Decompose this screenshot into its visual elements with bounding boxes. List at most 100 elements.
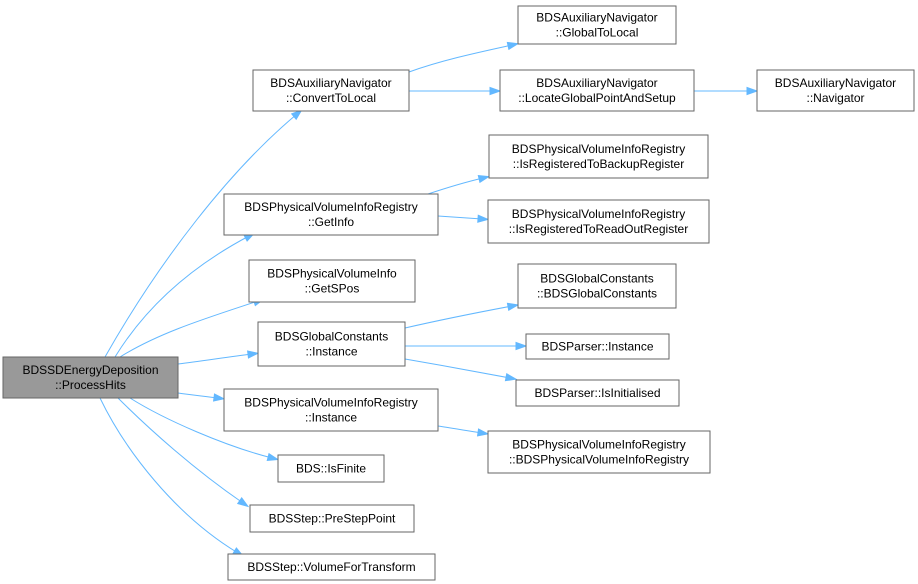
node-box [517, 263, 677, 309]
node-pvir-ctor[interactable]: BDSPhysicalVolumeInfoRegistry::BDSPhysic… [487, 430, 711, 474]
edge-line [437, 425, 483, 434]
node-gc-ctor[interactable]: BDSGlobalConstants::BDSGlobalConstants [517, 263, 677, 309]
edge-line [404, 305, 513, 329]
edge-line [117, 397, 244, 504]
node-bds-isfinite[interactable]: BDS::IsFinite [277, 454, 385, 483]
edge-root-to-bds-isfinite [129, 397, 280, 461]
node-step-volume[interactable]: BDSStep::VolumeForTransform [227, 553, 436, 581]
edge-pvir-getinfo-to-pvir-backup [427, 174, 491, 195]
node-label-class: BDSStep::VolumeForTransform [247, 560, 415, 574]
node-box [227, 553, 436, 581]
node-step-prestep[interactable]: BDSStep::PreStepPoint [249, 504, 415, 533]
node-label-class: BDSAuxiliaryNavigator [536, 76, 657, 90]
node-label-method: ::IsRegisteredToReadOutRegister [509, 222, 688, 236]
edge-root-to-step-prestep [117, 397, 250, 508]
node-label-class: BDSAuxiliaryNavigator [536, 11, 657, 25]
node-box [257, 321, 406, 367]
node-pvir-getinfo[interactable]: BDSPhysicalVolumeInfoRegistry::GetInfo [223, 193, 439, 236]
node-pvi-getspos[interactable]: BDSPhysicalVolumeInfo::GetSPos [248, 259, 416, 303]
node-aux-convert[interactable]: BDSAuxiliaryNavigator::ConvertToLocal [252, 69, 410, 112]
edge-arrowhead [477, 214, 490, 223]
node-label-class: BDSPhysicalVolumeInfoRegistry [244, 200, 417, 214]
edge-line [104, 113, 298, 358]
node-label-class: BDSPhysicalVolumeInfoRegistry [244, 396, 417, 410]
edge-arrowhead [477, 174, 491, 184]
edge-arrowhead [506, 41, 520, 51]
node-box [248, 259, 416, 303]
edge-arrowhead [506, 302, 520, 311]
node-pvir-backup[interactable]: BDSPhysicalVolumeInfoRegistry::IsRegiste… [488, 134, 709, 179]
edge-root-to-pvi-getspos [119, 298, 266, 358]
node-pvir-readout[interactable]: BDSPhysicalVolumeInfoRegistry::IsRegiste… [487, 199, 710, 244]
node-label-class: BDSGlobalConstants [540, 272, 653, 286]
node-box [499, 69, 695, 112]
node-aux-nav[interactable]: BDSAuxiliaryNavigator::Navigator [756, 69, 915, 112]
node-box [488, 134, 709, 179]
node-label-method: ::GlobalToLocal [556, 26, 639, 40]
node-box [487, 199, 710, 244]
node-box [223, 388, 439, 432]
node-box [277, 454, 385, 483]
node-label-method: ::BDSGlobalConstants [537, 287, 657, 301]
edge-root-to-pvir-getinfo [114, 232, 256, 358]
edge-root-to-step-volume [99, 397, 245, 557]
node-box [525, 333, 670, 360]
node-box [249, 504, 415, 533]
edge-arrowhead [290, 109, 303, 121]
edge-line [408, 44, 513, 73]
node-label-class: BDS::IsFinite [296, 462, 366, 476]
edge-aux-convert-to-aux-global [408, 41, 520, 73]
node-pvir-instance[interactable]: BDSPhysicalVolumeInfoRegistry::Instance [223, 388, 439, 432]
node-label-method: ::ConvertToLocal [286, 91, 376, 105]
edge-gc-instance-to-gc-ctor [404, 302, 520, 329]
edge-arrowhead [746, 86, 759, 96]
node-parser-init[interactable]: BDSParser::IsInitialised [515, 379, 680, 407]
edge-line [437, 215, 483, 220]
node-parser-instance[interactable]: BDSParser::Instance [525, 333, 670, 360]
node-label-method: ::Instance [305, 411, 357, 425]
edge-aux-convert-to-aux-locate [409, 86, 502, 96]
edge-arrowhead [247, 350, 260, 359]
node-box [515, 379, 680, 407]
node-label-method: ::Instance [305, 345, 357, 359]
edge-line [129, 397, 273, 459]
node-label-method: ::GetSPos [305, 282, 360, 296]
edge-arrowhead [212, 393, 226, 402]
edge-gc-instance-to-parser-instance [405, 341, 528, 351]
node-gc-instance[interactable]: BDSGlobalConstants::Instance [257, 321, 406, 367]
node-label-class: BDSStep::PreStepPoint [269, 512, 396, 526]
edge-line [177, 392, 219, 399]
edge-root-to-pvir-instance [177, 392, 226, 402]
node-label-method: ::IsRegisteredToBackupRegister [513, 157, 684, 171]
edge-line [404, 358, 511, 379]
node-label-method: ::ProcessHits [55, 378, 126, 392]
root-node[interactable]: BDSSDEnergyDeposition::ProcessHits [2, 356, 179, 399]
node-aux-locate[interactable]: BDSAuxiliaryNavigator::LocateGlobalPoint… [499, 69, 695, 112]
node-label-method: ::LocateGlobalPointAndSetup [518, 91, 676, 105]
node-label-method: ::GetInfo [308, 215, 354, 229]
edge-arrowhead [476, 428, 490, 437]
edge-arrowhead [489, 86, 502, 96]
nodes-layer: BDSSDEnergyDeposition::ProcessHits BDSAux… [2, 5, 915, 581]
edge-arrowhead [504, 373, 518, 382]
node-label-class: BDSGlobalConstants [275, 330, 388, 344]
node-label-class: BDSParser::Instance [541, 340, 653, 354]
edge-gc-instance-to-parser-init [404, 358, 518, 382]
edge-arrowhead [236, 496, 250, 508]
node-aux-global[interactable]: BDSAuxiliaryNavigator::GlobalToLocal [517, 5, 677, 45]
edge-root-to-aux-convert [104, 109, 303, 358]
edge-arrowhead [515, 341, 528, 351]
node-label-class: BDSParser::IsInitialised [534, 386, 660, 400]
edge-line [177, 353, 253, 365]
edge-pvir-instance-to-pvir-ctor [437, 425, 490, 437]
node-label-class: BDSPhysicalVolumeInfo [267, 267, 397, 281]
node-label-class: BDSPhysicalVolumeInfoRegistry [512, 207, 685, 221]
node-label-class: BDSAuxiliaryNavigator [270, 76, 391, 90]
node-label-class: BDSSDEnergyDeposition [22, 363, 158, 377]
edge-root-to-gc-instance [177, 350, 260, 365]
edge-line [427, 177, 484, 195]
node-label-method: ::BDSPhysicalVolumeInfoRegistry [509, 453, 689, 467]
node-box [517, 5, 677, 45]
node-label-class: BDSPhysicalVolumeInfoRegistry [512, 142, 685, 156]
edge-aux-locate-to-aux-nav [694, 86, 759, 96]
